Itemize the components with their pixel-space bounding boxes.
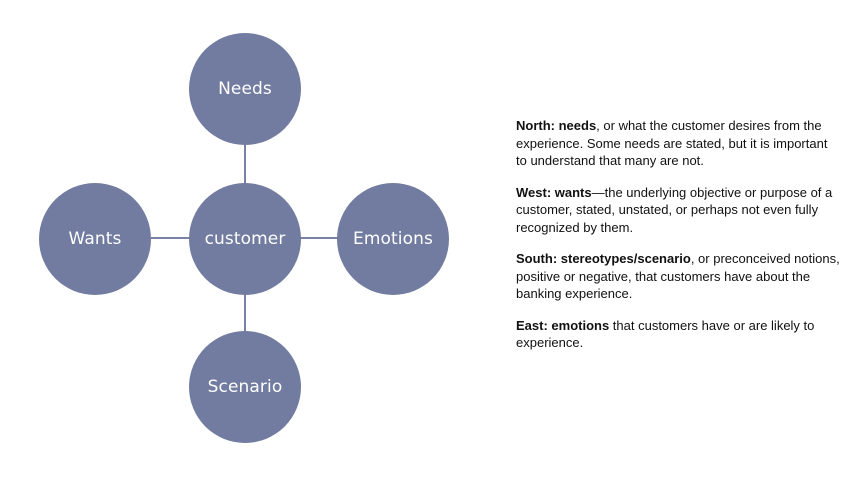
node-scenario-label: Scenario: [207, 377, 283, 397]
node-customer: customer: [189, 183, 301, 295]
note-south-lead: South: stereotypes/scenario: [516, 251, 691, 266]
node-customer-label: customer: [204, 229, 286, 249]
node-needs-label: Needs: [218, 79, 272, 99]
node-wants: Wants: [39, 183, 151, 295]
node-emotions-label: Emotions: [353, 229, 433, 249]
connector-east: [297, 237, 339, 239]
note-west-text: —the underlying objective or purpose of …: [516, 184, 833, 235]
note-north-lead: North: needs: [516, 118, 597, 133]
note-west: West: wants—the underlying objective or …: [516, 184, 840, 237]
node-scenario: Scenario: [189, 331, 301, 443]
note-east-text: that customers have or are likely to exp…: [516, 317, 815, 351]
node-needs: Needs: [189, 33, 301, 145]
note-south: South: stereotypes/scenario, or preconce…: [516, 250, 840, 303]
connector-west: [151, 237, 193, 239]
connector-north: [244, 135, 246, 191]
customer-compass-diagram: Needs customer Wants Emotions Scenario: [39, 33, 449, 443]
note-south-text: , or preconceived notions, positive or n…: [516, 251, 840, 301]
note-west-lead: West: wants: [516, 184, 592, 200]
note-north: North: needs, or what the customer desir…: [516, 117, 840, 170]
node-wants-label: Wants: [68, 229, 122, 249]
notes-panel: North: needs, or what the customer desir…: [516, 117, 840, 366]
connector-south: [244, 291, 246, 335]
note-east-lead: East: emotions: [516, 317, 610, 333]
note-east: East: emotions that customers have or ar…: [516, 317, 840, 352]
node-emotions: Emotions: [337, 183, 449, 295]
note-north-text: , or what the customer desires from the …: [516, 118, 828, 168]
